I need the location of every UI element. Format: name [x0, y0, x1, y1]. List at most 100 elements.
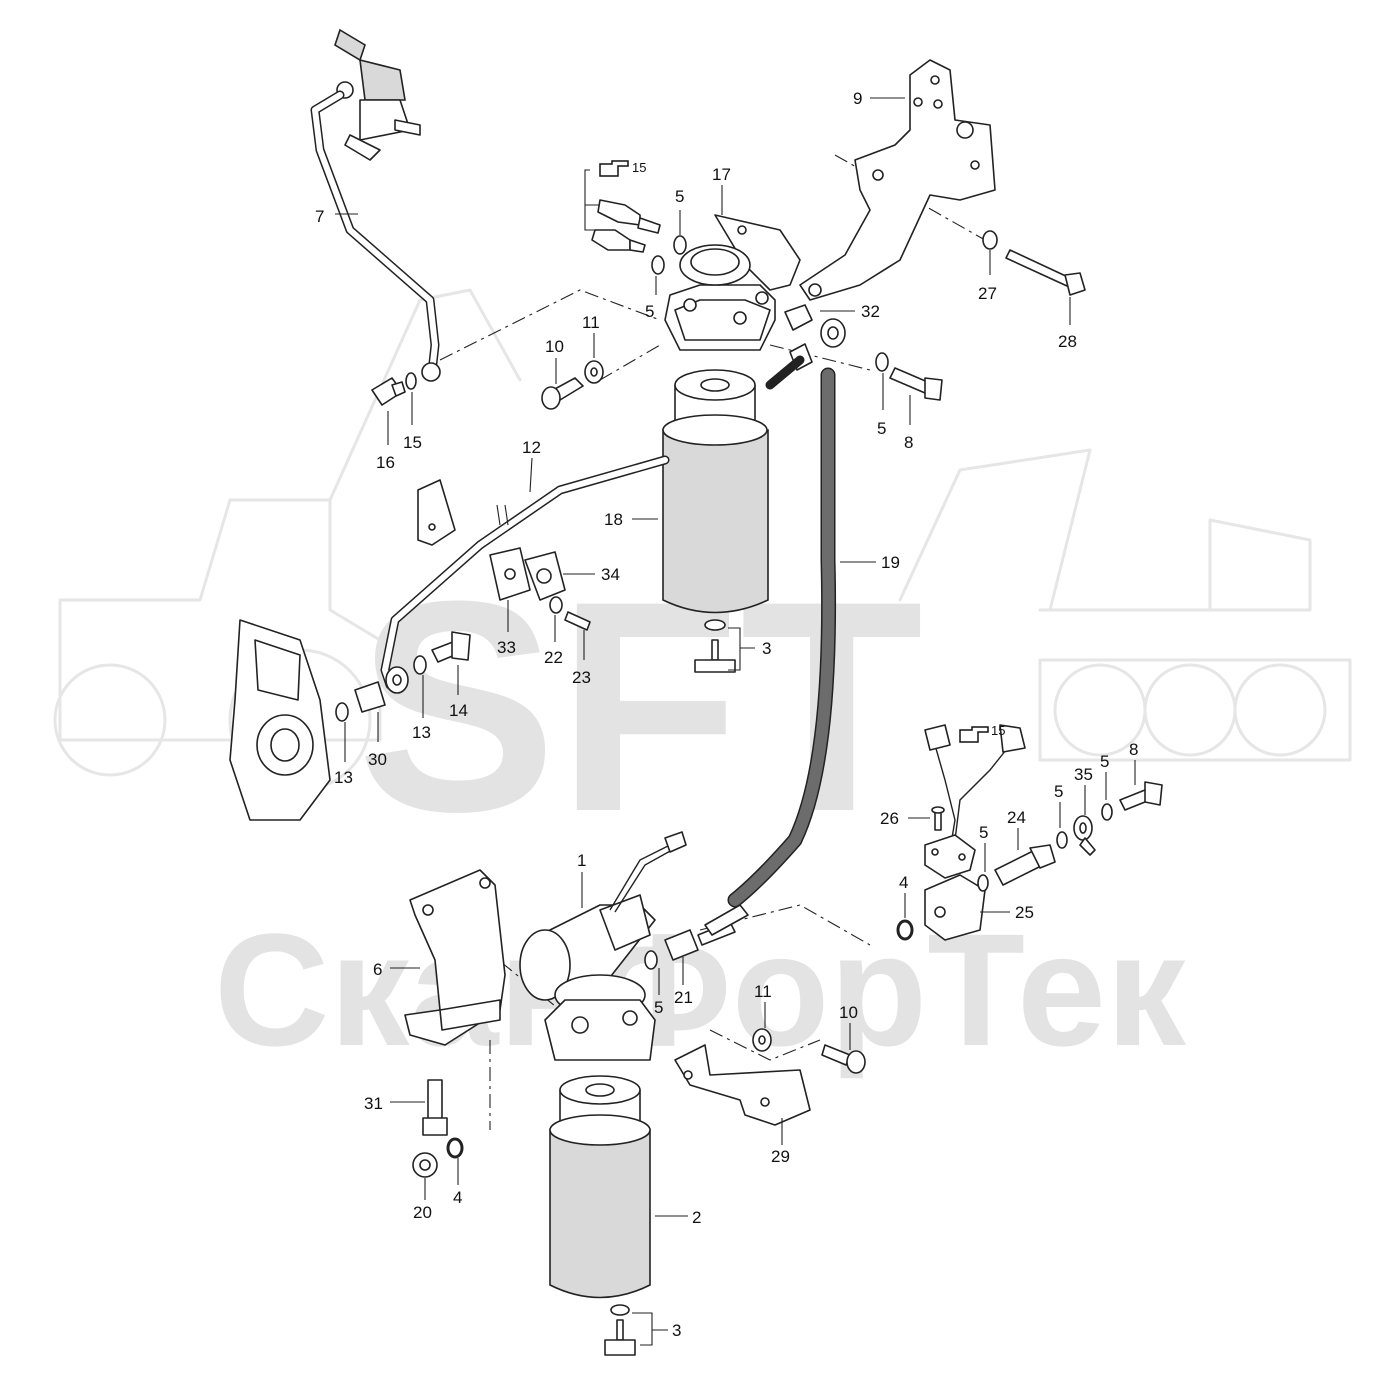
- washer-27: [982, 230, 998, 250]
- bolt-31: [422, 1079, 448, 1136]
- callout-16: 16: [376, 453, 395, 472]
- callout-7: 7: [315, 207, 324, 226]
- callout-2: 2: [692, 1208, 701, 1227]
- adapter-30: [354, 681, 386, 713]
- o-ring-4-lower: [446, 1137, 464, 1159]
- hollow-bolt-24: [994, 844, 1056, 886]
- seal-ring-5-lower: [644, 950, 658, 970]
- callout-13-b: 13: [334, 768, 353, 787]
- callout-18: 18: [604, 510, 623, 529]
- bracket-6: [404, 869, 506, 1046]
- callout-25: 25: [1015, 903, 1034, 922]
- washer-22: [549, 596, 563, 614]
- banjo-fitting-upper: [765, 318, 846, 390]
- callout-19: 19: [881, 553, 900, 572]
- callout-32: 32: [861, 302, 880, 321]
- leader-lines: [335, 97, 1136, 1346]
- bracket-29: [674, 1044, 811, 1126]
- callout-13-a: 13: [412, 723, 431, 742]
- callout-21: 21: [674, 988, 693, 1007]
- seal-ring-5-block: [977, 874, 989, 892]
- callout-14: 14: [449, 701, 468, 720]
- pressure-sensor-top: [591, 229, 646, 253]
- fuel-line-12: [380, 455, 670, 690]
- sensor-block-top: [924, 834, 976, 879]
- clamp-34: [524, 551, 566, 601]
- seal-ring-5-right: [875, 352, 889, 372]
- reference-number: 15: [991, 723, 1005, 738]
- callout-17: 17: [712, 165, 731, 184]
- watermark-logo: SFT: [357, 538, 924, 874]
- bolt-28: [1005, 249, 1086, 296]
- callout-5-f: 5: [979, 823, 988, 842]
- adapter-32: [784, 304, 813, 331]
- screw-23: [564, 611, 591, 631]
- callout-27: 27: [978, 284, 997, 303]
- plug-20: [412, 1152, 438, 1178]
- sensor-connector-harness: [924, 724, 1026, 851]
- filter-cartridge-18: [662, 369, 769, 614]
- seal-ring-13-lower: [335, 702, 349, 722]
- callout-4-b: 4: [453, 1188, 462, 1207]
- callout-9: 9: [853, 89, 862, 108]
- callout-34: 34: [601, 565, 620, 584]
- hose-end-fitting: [704, 904, 749, 936]
- engine-block-section: [229, 619, 331, 821]
- seal-ring-5-top: [651, 235, 687, 275]
- fuel-hose-19: [727, 367, 837, 908]
- filter-cartridge-2: [549, 1075, 651, 1299]
- drain-valve-3-top: [694, 619, 736, 673]
- banjo-bolt-8-right: [1119, 781, 1163, 811]
- callout-3-a: 3: [762, 639, 771, 658]
- filter-head-lower: [544, 974, 656, 1061]
- callout-5-c: 5: [877, 419, 886, 438]
- banjo-bolt-14: [431, 631, 471, 663]
- callout-5-e: 5: [1054, 782, 1063, 801]
- callout-35: 35: [1074, 765, 1093, 784]
- callout-10-b: 10: [839, 1003, 858, 1022]
- callout-numbers: 9 7 5 17 5 32 11 10 27 28 5 8 15 16 12 1…: [315, 89, 1138, 1340]
- callout-23: 23: [572, 668, 591, 687]
- watermark-excavator-outline: [898, 448, 1352, 762]
- seal-washer-15: [405, 372, 417, 390]
- banjo-fitting-35: [1073, 815, 1096, 856]
- callout-11-b: 11: [754, 982, 772, 1001]
- pointing-hand-icon: [599, 160, 629, 177]
- reference-number: 15: [632, 160, 646, 175]
- callout-4-a: 4: [899, 873, 908, 892]
- hand-primer-pump-1: [519, 831, 687, 1001]
- callout-6: 6: [373, 960, 382, 979]
- seal-ring-5-right-lower: [1056, 803, 1113, 849]
- screw-26: [931, 806, 945, 831]
- retaining-bracket: [417, 479, 456, 546]
- bolt-10-lower: [821, 1044, 866, 1074]
- callout-15: 15: [403, 433, 422, 452]
- temperature-sensor-top: [597, 199, 661, 234]
- callout-5-g: 5: [654, 998, 663, 1017]
- callout-5-a: 5: [675, 187, 684, 206]
- callout-5-b: 5: [645, 302, 654, 321]
- callout-8-a: 8: [904, 433, 913, 452]
- clamp-33: [489, 547, 531, 601]
- callout-11-a: 11: [582, 313, 600, 332]
- mounting-bracket-9: [799, 59, 996, 301]
- washer-11-top: [584, 360, 604, 384]
- seal-ring-13-upper: [413, 655, 427, 675]
- high-pressure-pump-connector: [334, 28, 421, 161]
- callout-1: 1: [577, 851, 586, 870]
- distributor-block-25: [924, 874, 986, 941]
- bolt-10-top: [541, 377, 584, 410]
- filter-head-17: [664, 214, 801, 351]
- callout-24: 24: [1007, 808, 1026, 827]
- drain-valve-3-lower: [604, 1304, 636, 1356]
- o-ring-4-right: [896, 919, 914, 941]
- callout-8-b: 8: [1129, 740, 1138, 759]
- callout-3-b: 3: [672, 1321, 681, 1340]
- banjo-bolt-16: [371, 377, 406, 406]
- reference-note-right: 15: [959, 723, 1005, 743]
- callout-33: 33: [497, 638, 516, 657]
- reference-note-top: 15: [584, 160, 646, 231]
- fuel-line-7: [310, 90, 441, 382]
- callout-5-d: 5: [1100, 752, 1109, 771]
- callout-30: 30: [368, 750, 387, 769]
